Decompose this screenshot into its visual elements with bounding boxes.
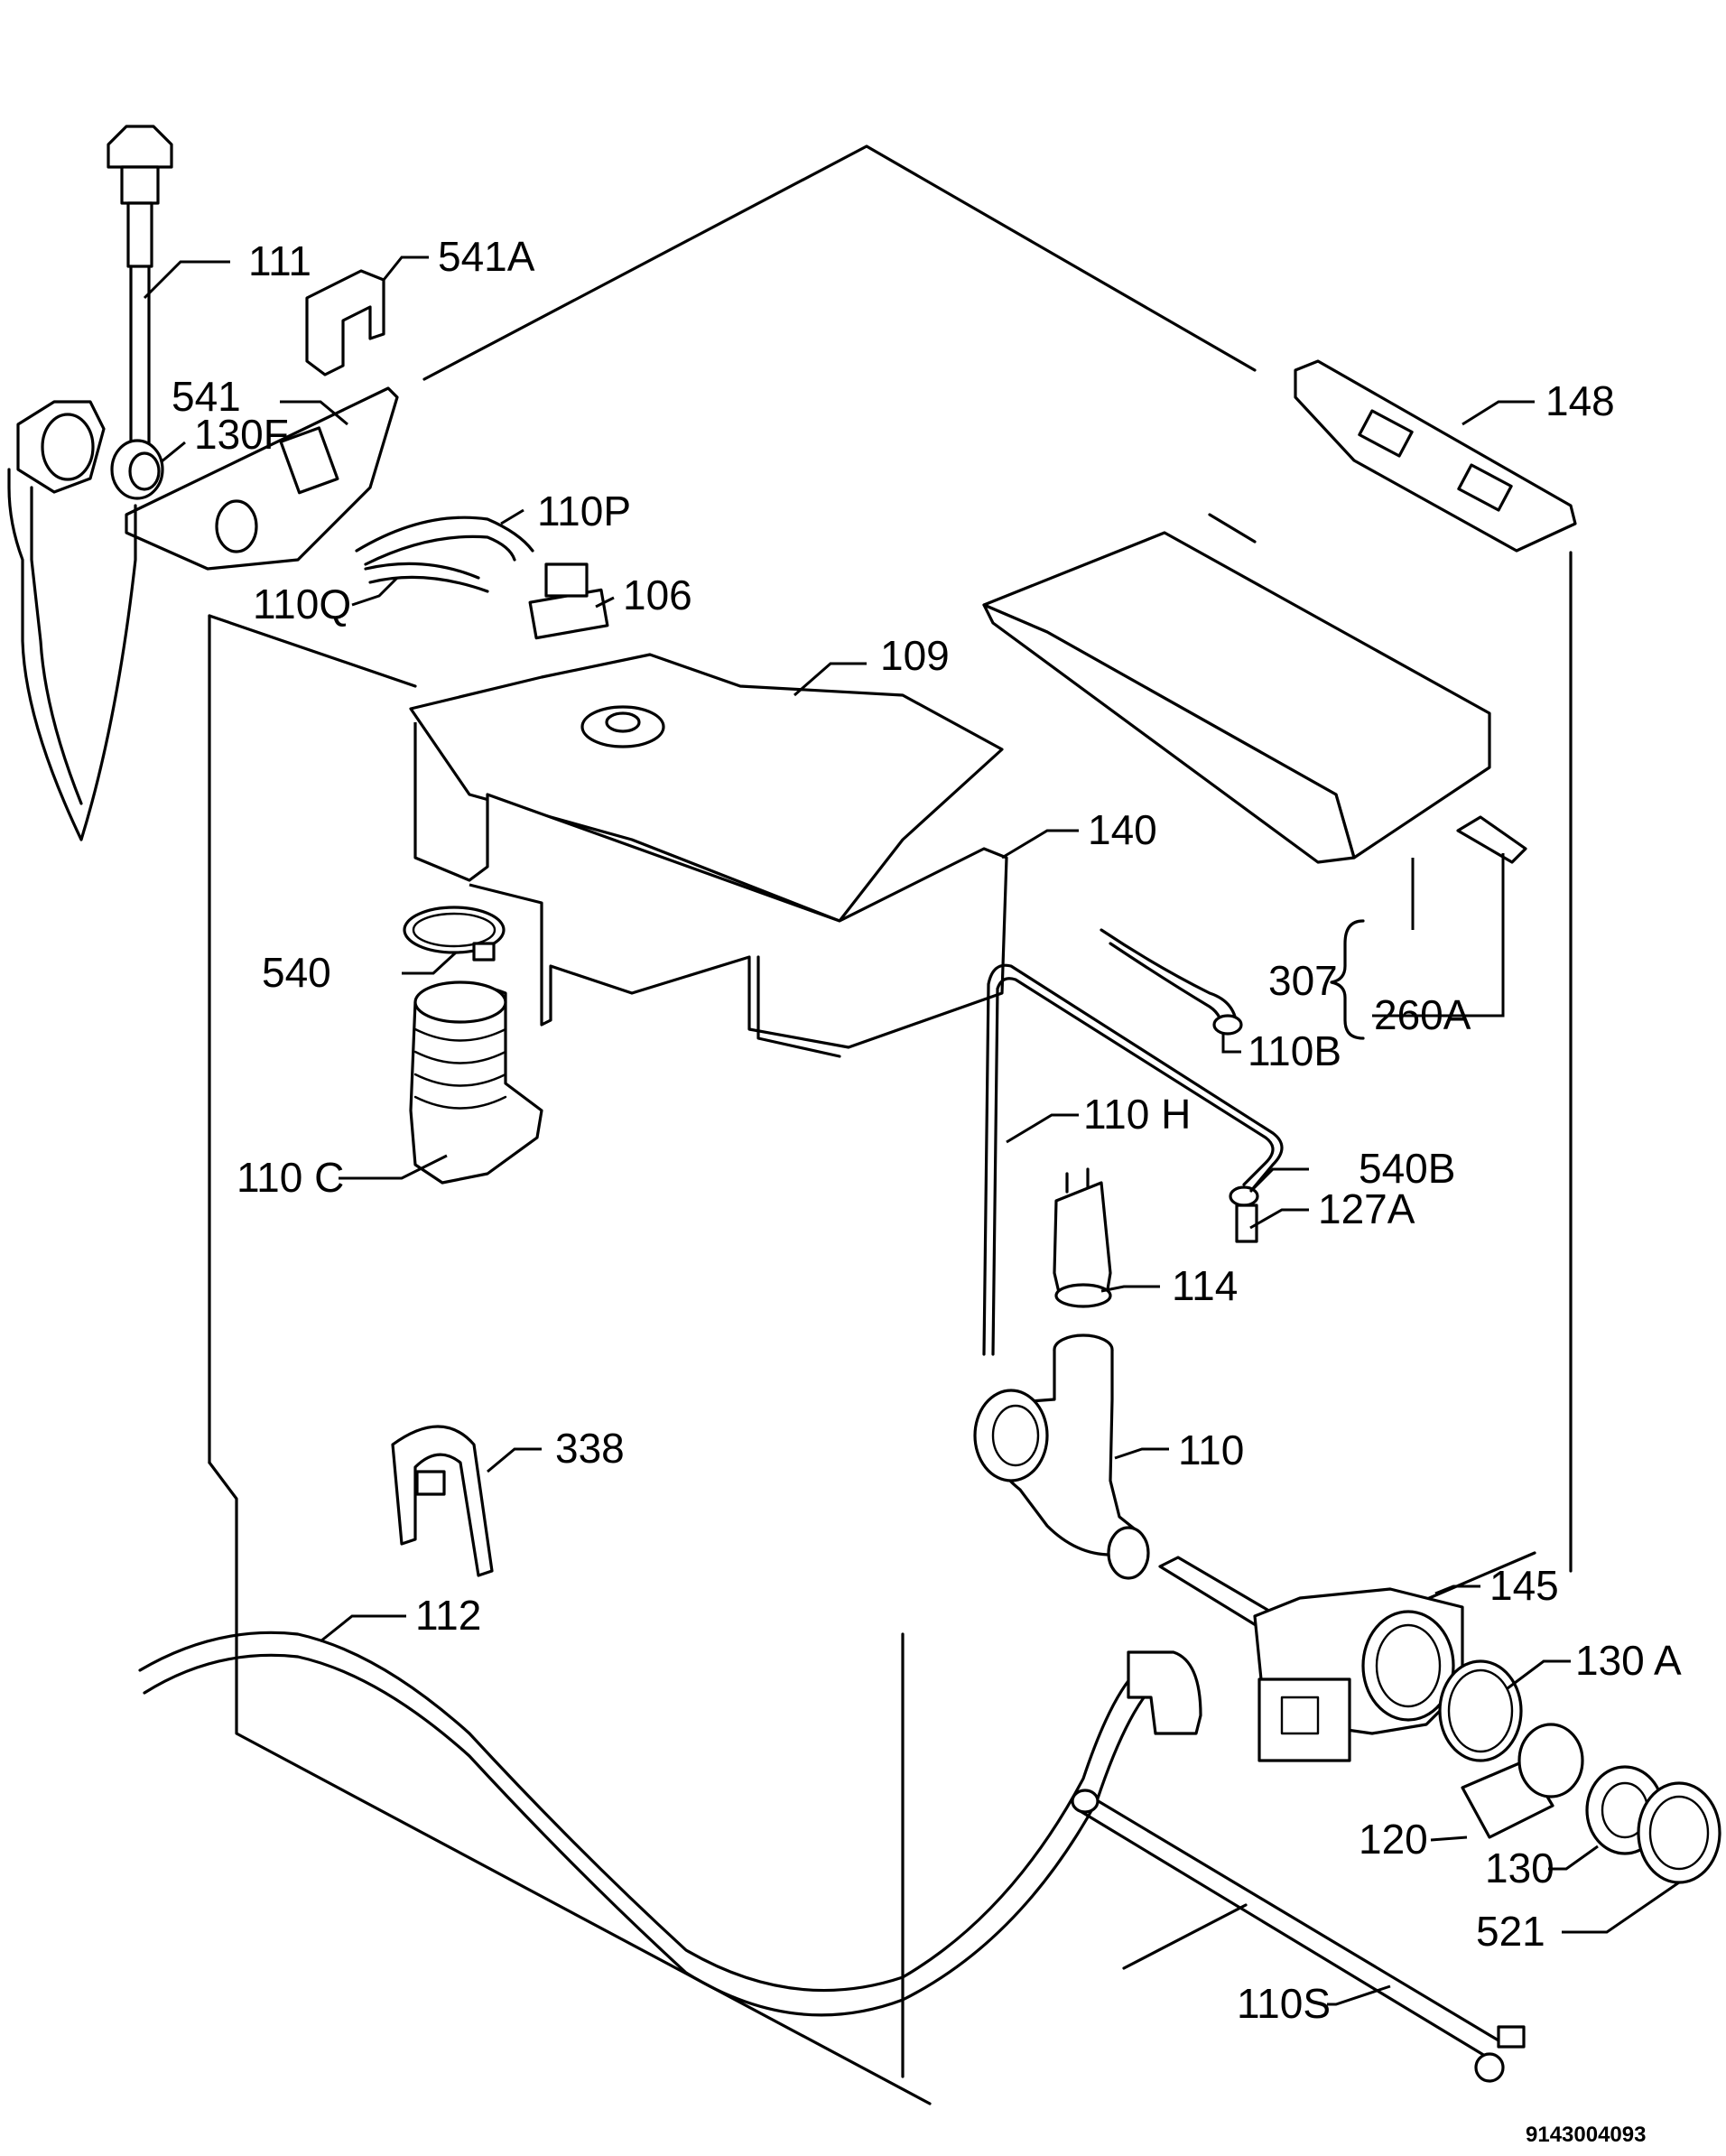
label-260a: 260A [1374,991,1471,1038]
label-521: 521 [1476,1908,1545,1955]
hose-holder-338 [391,1425,494,1577]
drawing-code: 9143004093 [1526,2123,1646,2147]
label-130a: 130 A [1575,1637,1682,1684]
label-127a: 127A [1318,1185,1415,1232]
label-110b: 110B [1248,1027,1341,1074]
label-540: 540 [262,949,331,996]
label-541a: 541A [438,233,535,280]
drawer-handle-148 [1294,359,1577,553]
label-145: 145 [1489,1562,1559,1609]
label-307: 307 [1268,957,1338,1004]
nozzle-127a [1235,1203,1258,1243]
valve-106 [528,562,609,640]
label-130f: 130F [194,411,289,458]
pressure-chamber-114 [1053,1167,1112,1308]
hose-110b [1100,928,1243,1036]
label-338: 338 [555,1425,625,1472]
label-106: 106 [623,572,692,618]
label-120: 120 [1359,1816,1428,1863]
hose-110h [982,963,1284,1356]
label-109: 109 [880,632,950,679]
label-112: 112 [415,1592,481,1639]
label-148: 148 [1545,377,1615,424]
label-110c: 110 C [237,1154,344,1201]
bellows-110c [409,980,543,1185]
clamp-540 [403,906,506,962]
impeller-cover-120 [1461,1723,1584,1839]
hoses-110p-110q [355,516,534,593]
filter-130f [110,439,164,500]
seal-130a [1438,1659,1523,1762]
label-540b: 540B [1359,1145,1455,1192]
inlet-hose-111 [107,125,173,471]
label-114: 114 [1172,1262,1238,1309]
label-110p: 110P [537,488,631,534]
hose-110s [1071,1789,1526,2083]
label-110: 110 [1178,1426,1244,1473]
siphon-cap-260a [1456,815,1527,864]
part-labels: 111 541A 541 130F 110P 110Q 106 109 148 … [172,233,1682,2147]
brace-307 [1330,919,1365,1040]
bracket-541 [125,386,399,571]
detergent-drawer [982,531,1491,864]
clip-541a [305,269,385,376]
label-541: 541 [172,373,241,420]
label-110s: 110S [1237,1980,1331,2027]
label-130: 130 [1485,1845,1554,1891]
drain-hose-112 [138,1631,1202,2017]
sump-hose-110 [973,1334,1150,1580]
label-140: 140 [1088,806,1157,853]
pump-cover-521 [1637,1781,1721,1884]
label-110q: 110Q [253,581,351,627]
leader-lines [143,256,1680,2006]
inlet-elbow-hose [7,400,137,841]
dispenser-housing-140 [413,722,1008,1058]
label-110h: 110 H [1083,1091,1191,1138]
label-111: 111 [248,237,311,284]
drain-pump-145 [1158,1556,1464,1762]
dispenser-housing-109 [409,653,1004,923]
cabinet-outline [208,144,1573,2105]
